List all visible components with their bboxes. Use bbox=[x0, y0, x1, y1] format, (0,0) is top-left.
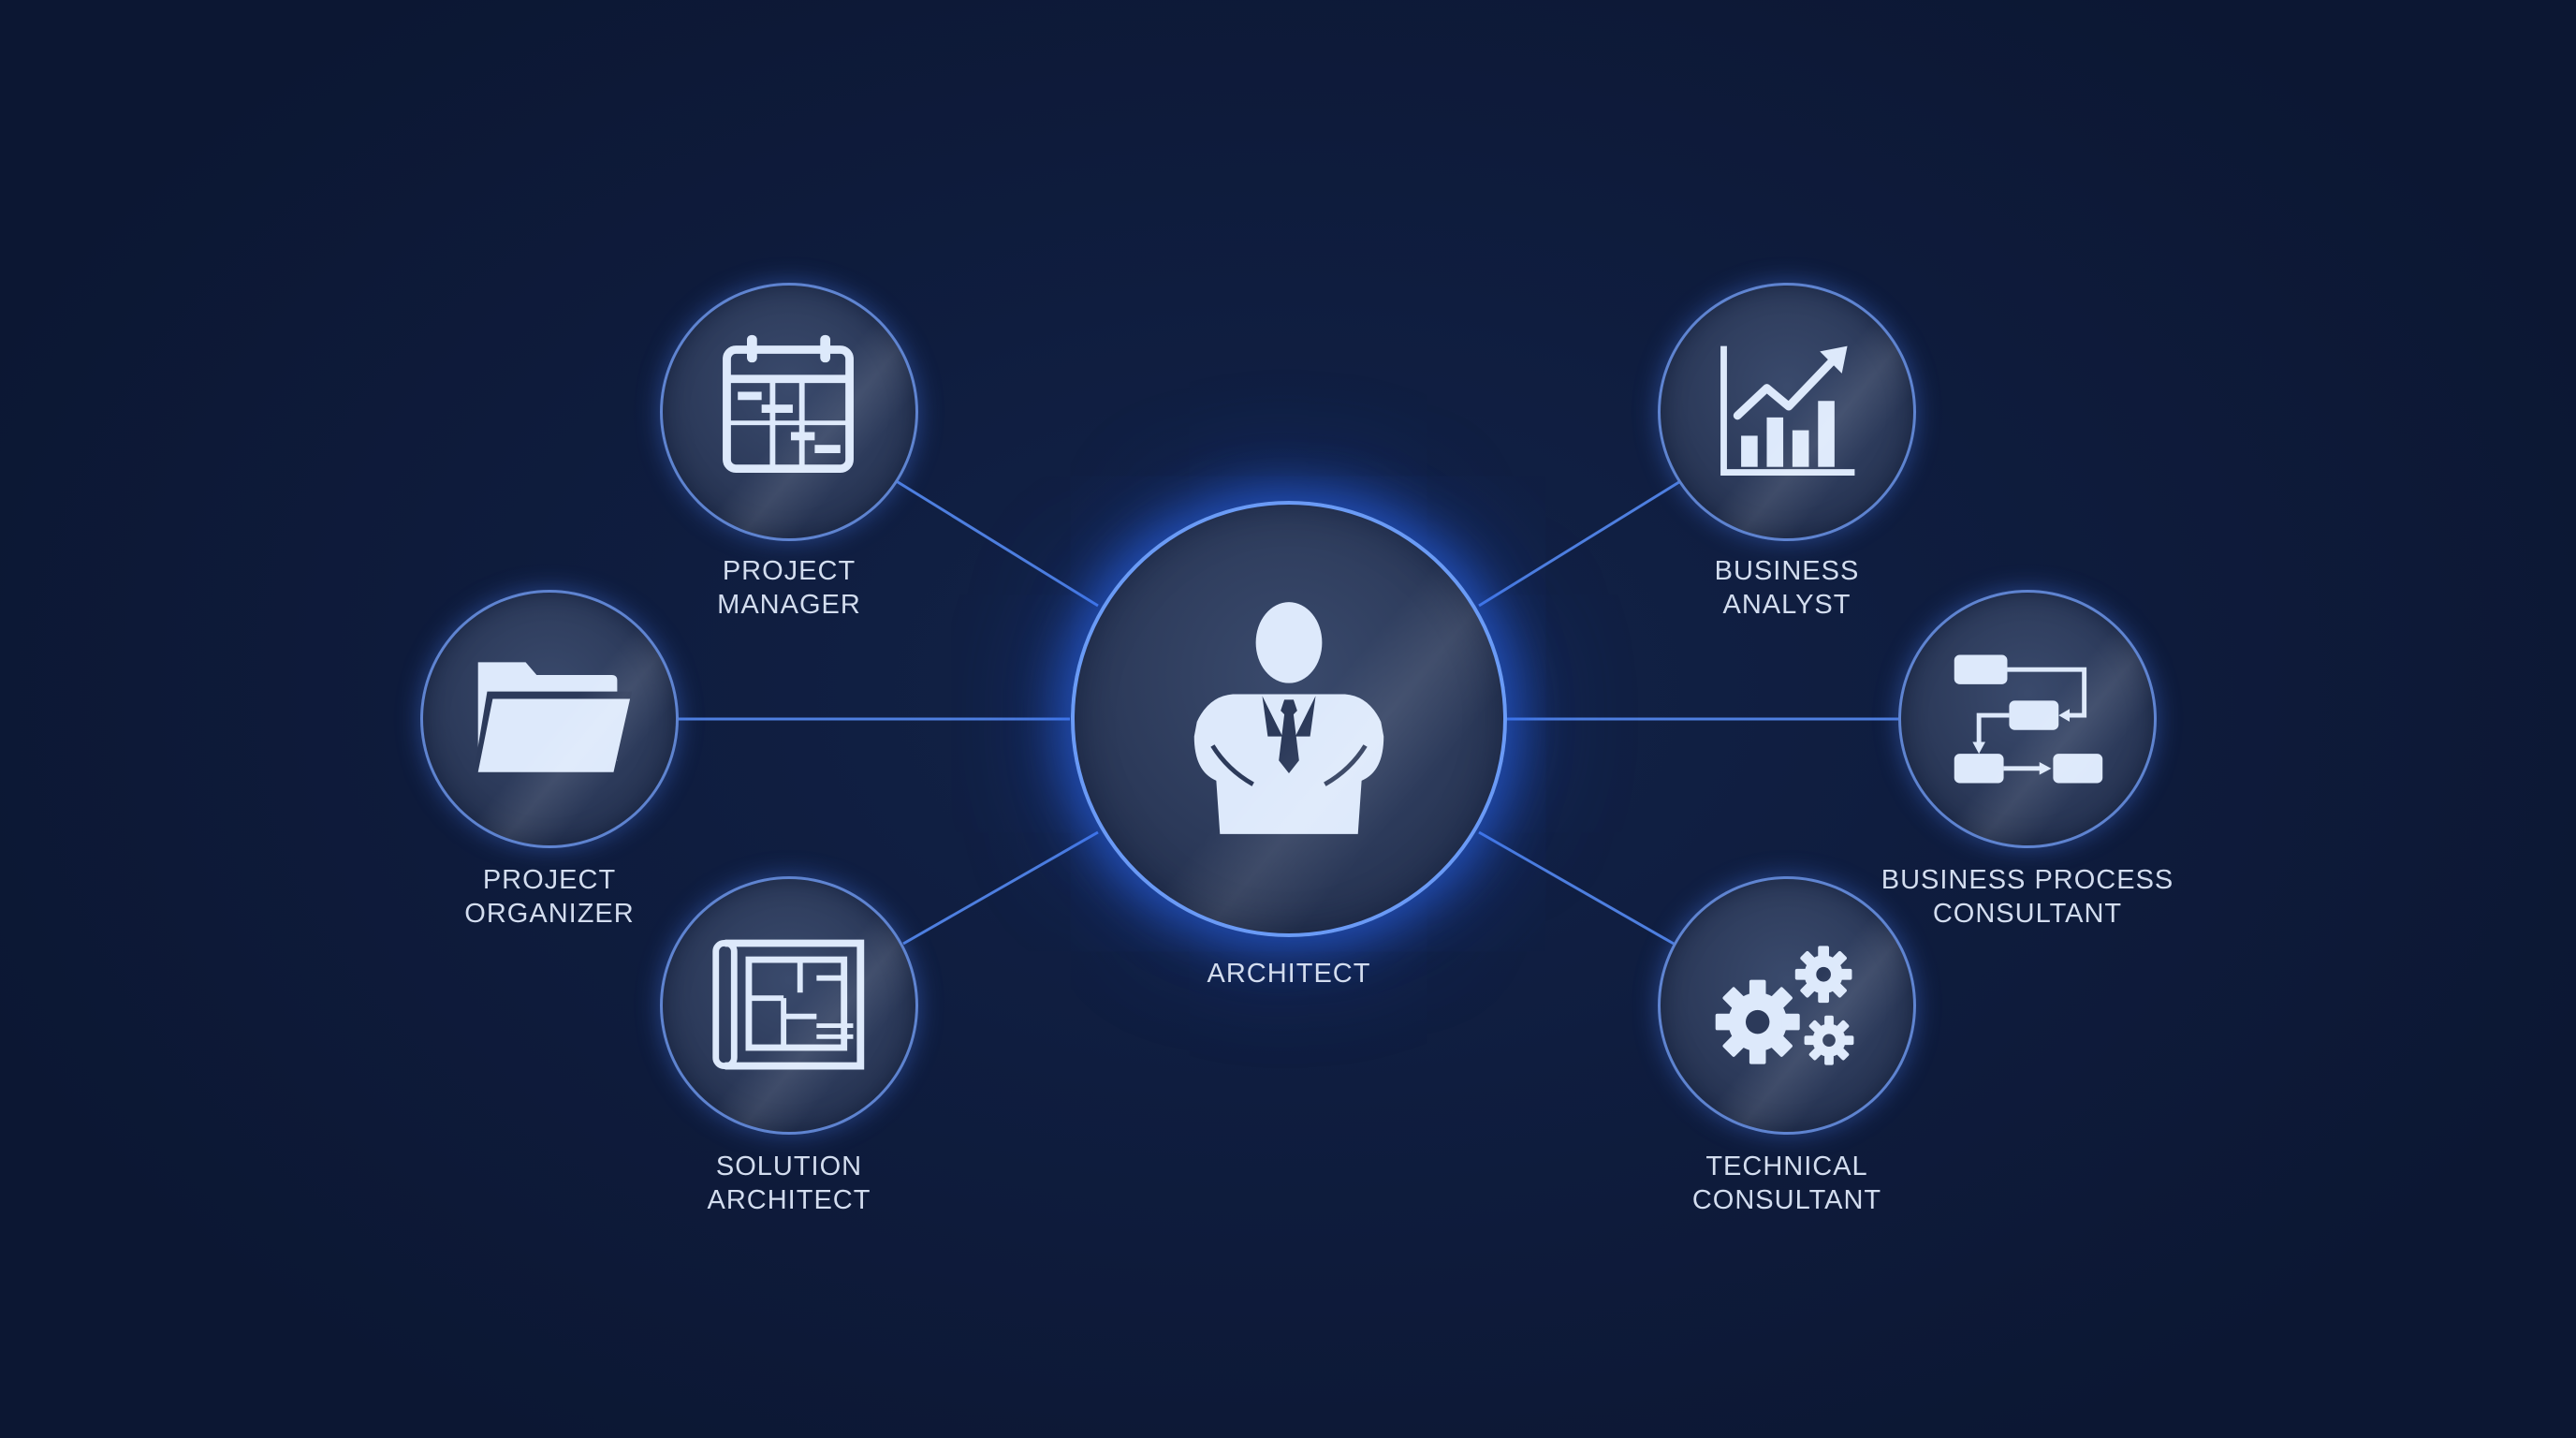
solution-architect-label: SOLUTION ARCHITECT bbox=[527, 1150, 1051, 1217]
solution-architect-label-line-2: ARCHITECT bbox=[707, 1185, 871, 1215]
technical-consultant-label-line-2: CONSULTANT bbox=[1691, 1185, 1882, 1215]
connector-architect-project-manager bbox=[894, 478, 1099, 608]
architect-label: ARCHITECT bbox=[1027, 957, 1551, 990]
solution-architect-node[interactable] bbox=[660, 876, 918, 1135]
connector-architect-technical-consultant bbox=[1478, 830, 1675, 946]
project-organizer-label-line-2: ORGANIZER bbox=[464, 899, 635, 929]
gantt-calendar-icon bbox=[723, 334, 854, 474]
technical-consultant-label-line-1: TECHNICAL bbox=[1705, 1152, 1868, 1181]
project-manager-label: PROJECT MANAGER bbox=[527, 554, 1051, 622]
folder-icon bbox=[474, 662, 633, 772]
project-organizer-label-line-1: PROJECT bbox=[482, 865, 617, 895]
architect-label-text: ARCHITECT bbox=[1207, 959, 1371, 989]
solution-architect-label-line-1: SOLUTION bbox=[715, 1152, 863, 1181]
process-flow-icon bbox=[1954, 654, 2103, 784]
technical-consultant-label: TECHNICAL CONSULTANT bbox=[1525, 1150, 2049, 1217]
architect-node[interactable] bbox=[1071, 501, 1507, 937]
bar-chart-trend-icon bbox=[1720, 345, 1855, 476]
business-process-consultant-label-line-2: CONSULTANT bbox=[1932, 899, 2123, 929]
business-analyst-label: BUSINESS ANALYST bbox=[1525, 554, 2049, 622]
gears-icon bbox=[1715, 946, 1854, 1065]
business-process-consultant-label-line-1: BUSINESS PROCESS bbox=[1881, 865, 2174, 895]
person-in-suit-icon bbox=[1193, 602, 1384, 834]
project-organizer-label: PROJECT ORGANIZER bbox=[287, 863, 812, 931]
technical-consultant-node[interactable] bbox=[1658, 876, 1916, 1135]
business-analyst-label-line-1: BUSINESS bbox=[1714, 556, 1860, 586]
connector-architect-solution-architect bbox=[902, 830, 1099, 946]
project-manager-label-line-2: MANAGER bbox=[717, 590, 861, 620]
business-process-consultant-node[interactable] bbox=[1898, 590, 2157, 848]
project-organizer-node[interactable] bbox=[420, 590, 679, 848]
business-process-consultant-label: BUSINESS PROCESS CONSULTANT bbox=[1765, 863, 2290, 931]
blueprint-icon bbox=[712, 939, 865, 1070]
business-analyst-label-line-2: ANALYST bbox=[1722, 590, 1852, 620]
project-manager-label-line-1: PROJECT bbox=[722, 556, 856, 586]
business-analyst-node[interactable] bbox=[1658, 283, 1916, 541]
connector-architect-business-analyst bbox=[1478, 478, 1683, 608]
project-manager-node[interactable] bbox=[660, 283, 918, 541]
